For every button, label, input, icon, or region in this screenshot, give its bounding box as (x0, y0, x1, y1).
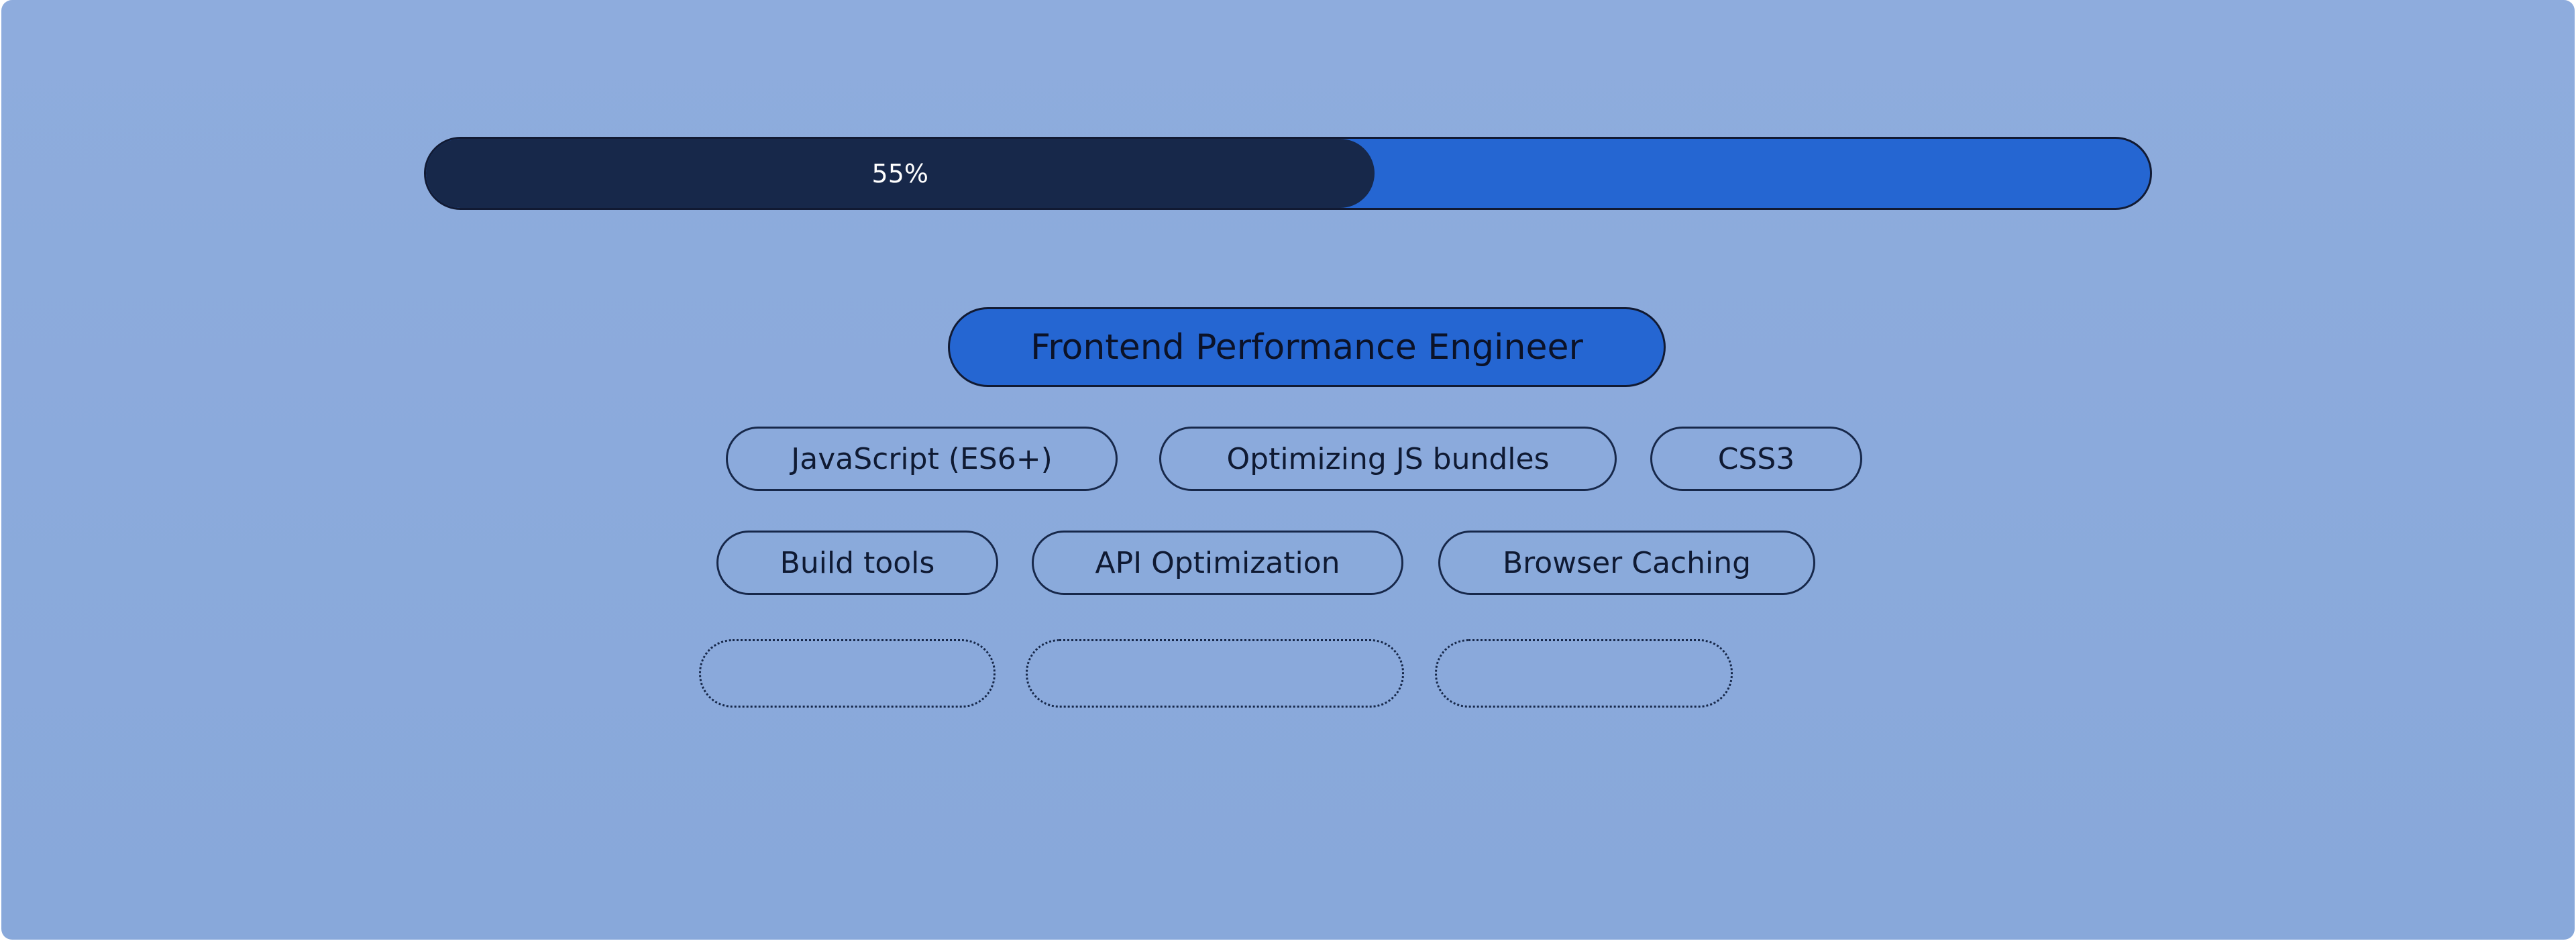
skill-tag[interactable]: Build tools (716, 531, 998, 595)
skill-tag[interactable]: API Optimization (1032, 531, 1403, 595)
progress-fill: 55% (426, 139, 1375, 208)
skill-tag[interactable]: Browser Caching (1438, 531, 1815, 595)
skill-tag[interactable]: CSS3 (1650, 427, 1862, 491)
empty-skill-slot[interactable] (1026, 639, 1404, 708)
skill-tag[interactable]: Optimizing JS bundles (1159, 427, 1617, 491)
empty-skill-slot[interactable] (1435, 639, 1733, 708)
empty-skill-slot[interactable] (699, 639, 996, 708)
progress-label: 55% (871, 158, 928, 188)
skill-tag[interactable]: JavaScript (ES6+) (726, 427, 1118, 491)
role-title-pill[interactable]: Frontend Performance Engineer (948, 307, 1666, 387)
progress-bar: 55% (424, 137, 2152, 210)
